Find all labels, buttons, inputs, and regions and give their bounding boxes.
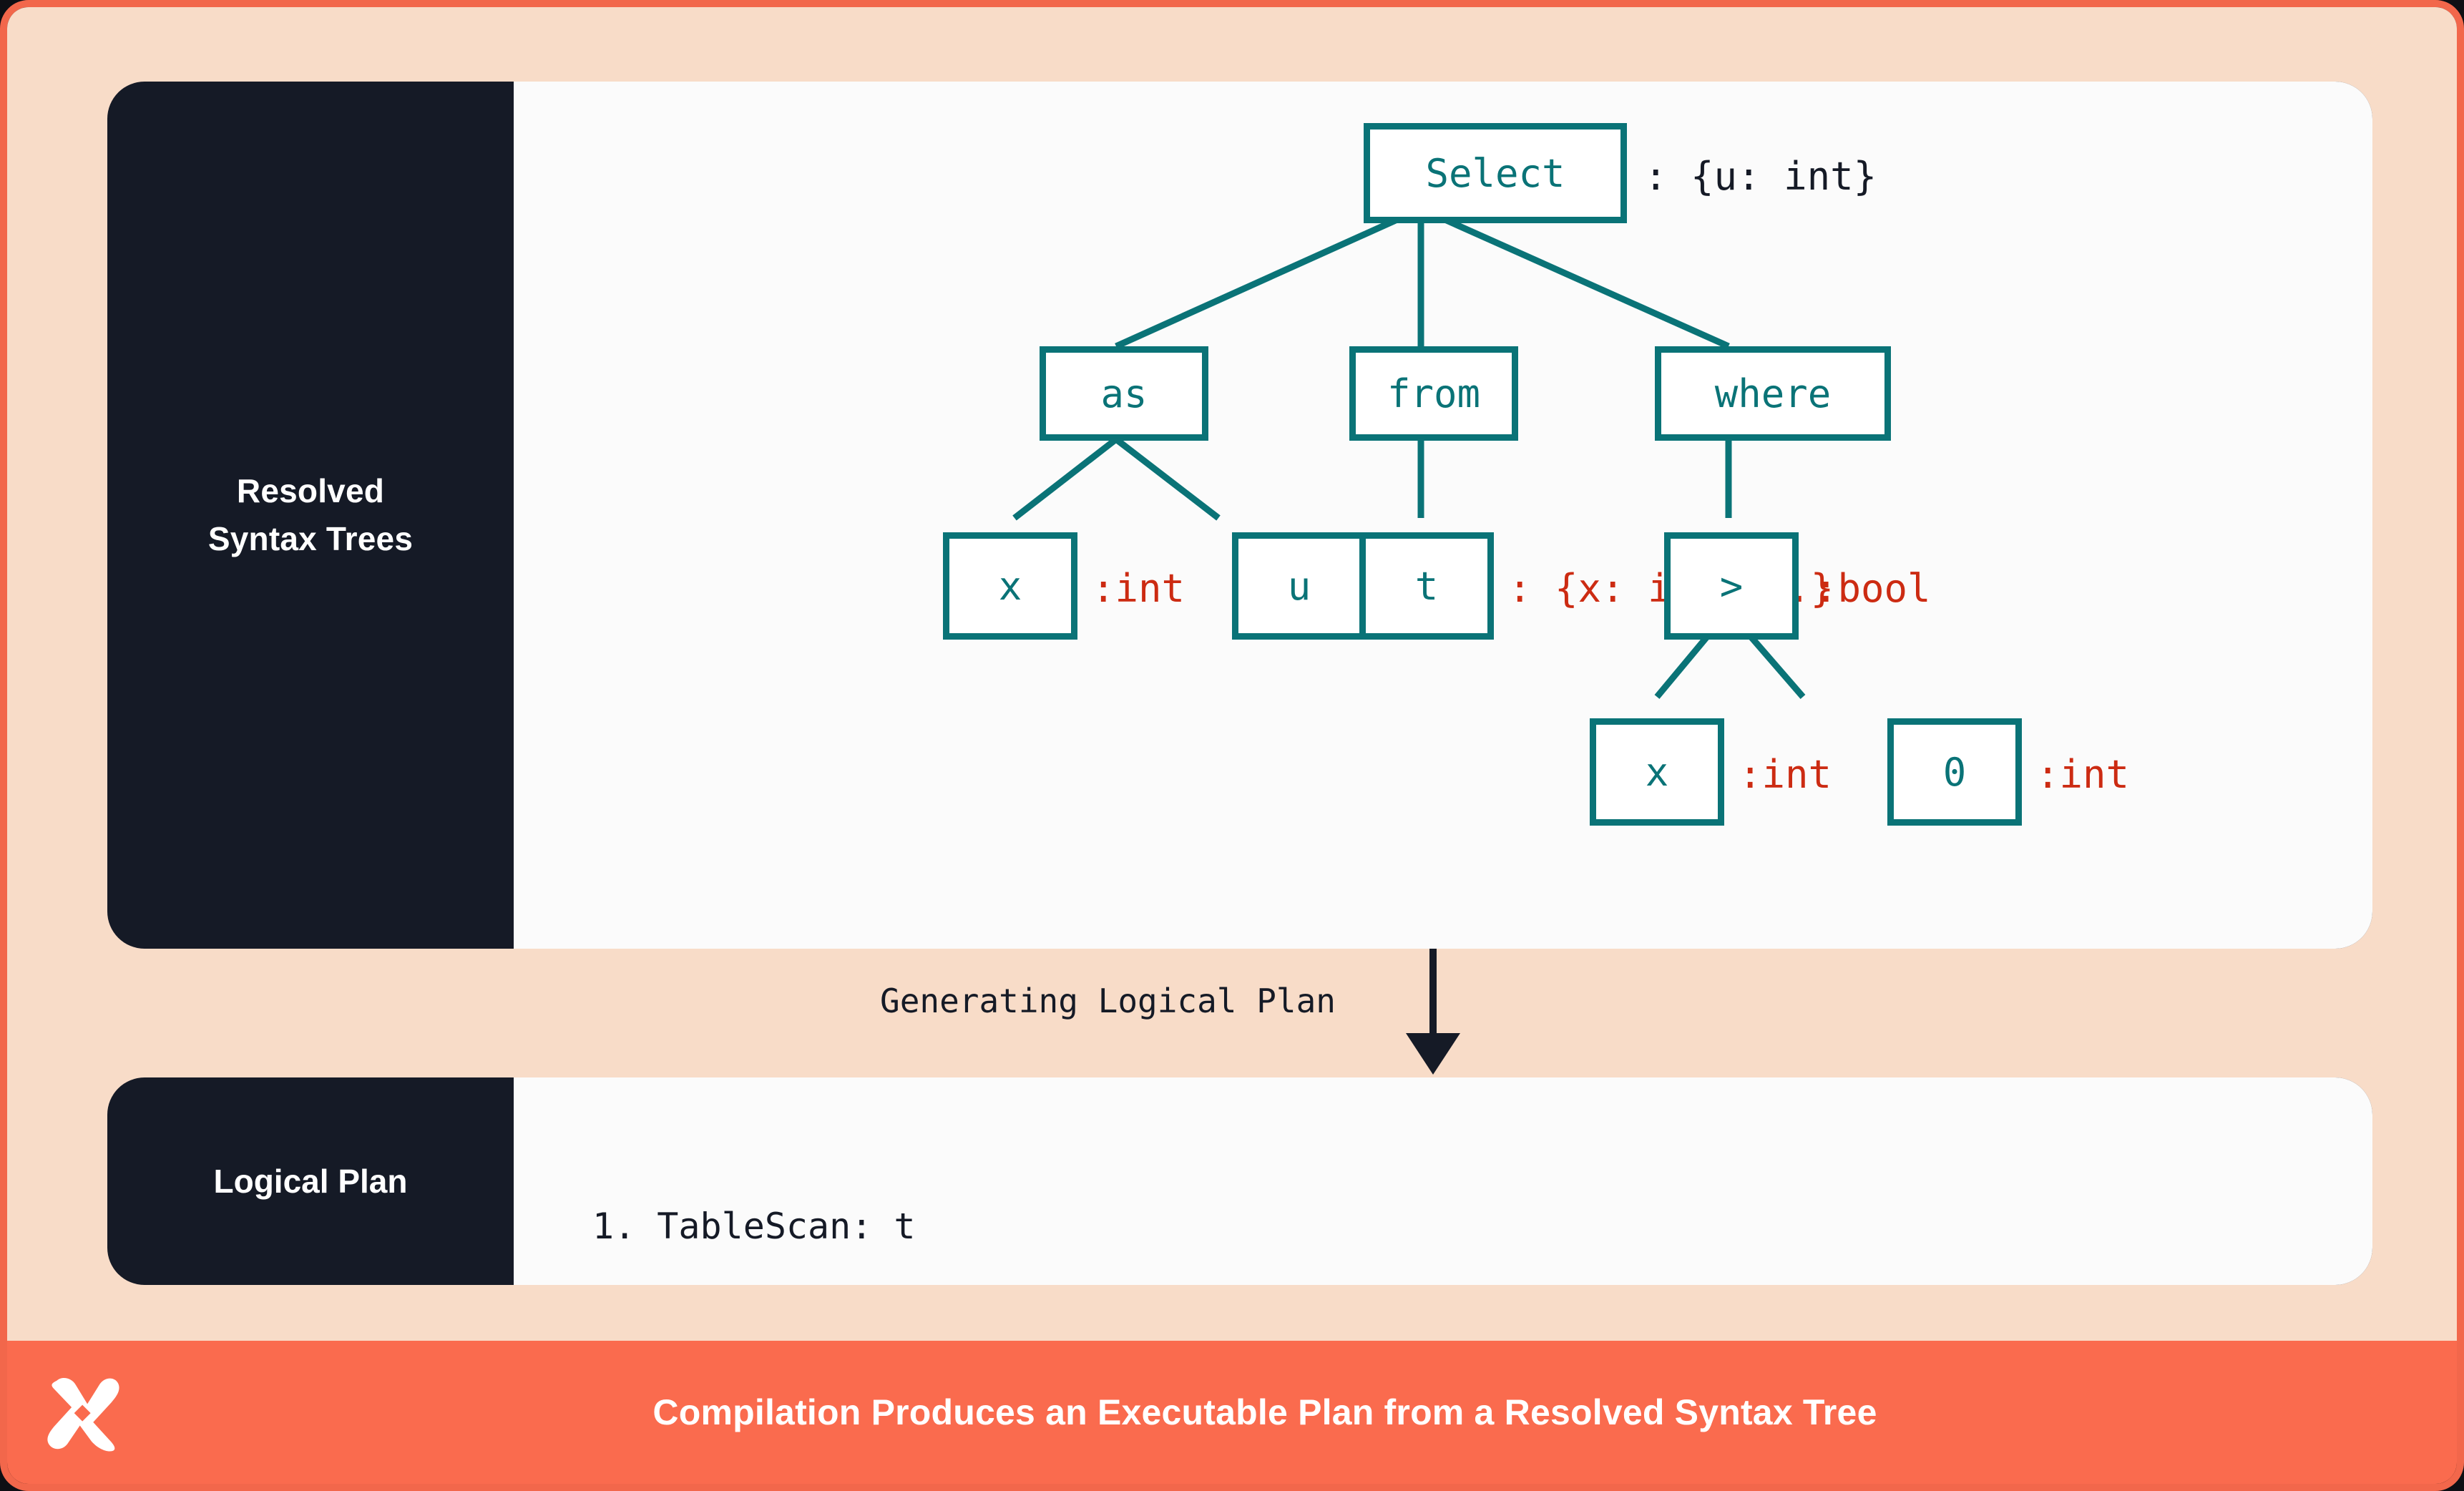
tree-node-gt-x[interactable]: x (1590, 718, 1724, 826)
panel-logical-plan-label: Logical Plan (107, 1077, 514, 1285)
panel-label-line1: Resolved (236, 472, 385, 510)
tree-annotation-greater-than: :bool (1814, 566, 1931, 611)
tree-node-select[interactable]: Select (1364, 123, 1627, 223)
panel-label-line2: Syntax Trees (207, 520, 414, 557)
panel-plan-label-text: Logical Plan (213, 1162, 408, 1200)
logical-plan-body: 1. TableScan: t 2. Filter: t.x > 0 3. Pr… (514, 1077, 2372, 1285)
brand-x-logo-icon (47, 1377, 119, 1452)
syntax-tree-canvas: Select : {u: int} as from where x :int u… (514, 82, 2372, 949)
connector-label: Generating Logical Plan (880, 982, 1336, 1020)
connector-arrow-icon (1406, 949, 1460, 1075)
tree-node-from[interactable]: from (1349, 346, 1518, 441)
tree-annotation-as-x: :int (1092, 566, 1185, 611)
pipeline-connector: Generating Logical Plan (107, 949, 2372, 1077)
poster-canvas: Resolved Syntax Trees (7, 7, 2457, 1355)
tree-node-as-u[interactable]: u (1232, 532, 1367, 640)
tree-edges (1012, 205, 1806, 699)
tree-node-as[interactable]: as (1040, 346, 1208, 441)
tree-node-greater-than[interactable]: > (1664, 532, 1799, 640)
syntax-tree: Select : {u: int} as from where x :int u… (514, 82, 2372, 949)
tree-annotation-gt-zero: :int (2036, 752, 2130, 797)
tree-annotation-select: : {u: int} (1644, 154, 1877, 199)
tree-annotation-gt-x: :int (1739, 752, 1832, 797)
logical-plan-steps: 1. TableScan: t 2. Filter: t.x > 0 3. Pr… (592, 1105, 1087, 1285)
tree-node-where[interactable]: where (1655, 346, 1891, 441)
tree-node-as-x[interactable]: x (943, 532, 1077, 640)
footer-banner: Compilation Produces an Executable Plan … (7, 1341, 2457, 1484)
panel-resolved-syntax-trees-label: Resolved Syntax Trees (107, 82, 514, 949)
footer-caption: Compilation Produces an Executable Plan … (652, 1392, 1877, 1432)
panel-resolved-syntax-trees: Resolved Syntax Trees (107, 82, 2372, 949)
tree-node-gt-zero[interactable]: 0 (1887, 718, 2022, 826)
tree-node-t[interactable]: t (1359, 532, 1494, 640)
panel-logical-plan: Logical Plan 1. TableScan: t 2. Filter: … (107, 1077, 2372, 1285)
plan-step: 1. TableScan: t (592, 1206, 916, 1247)
